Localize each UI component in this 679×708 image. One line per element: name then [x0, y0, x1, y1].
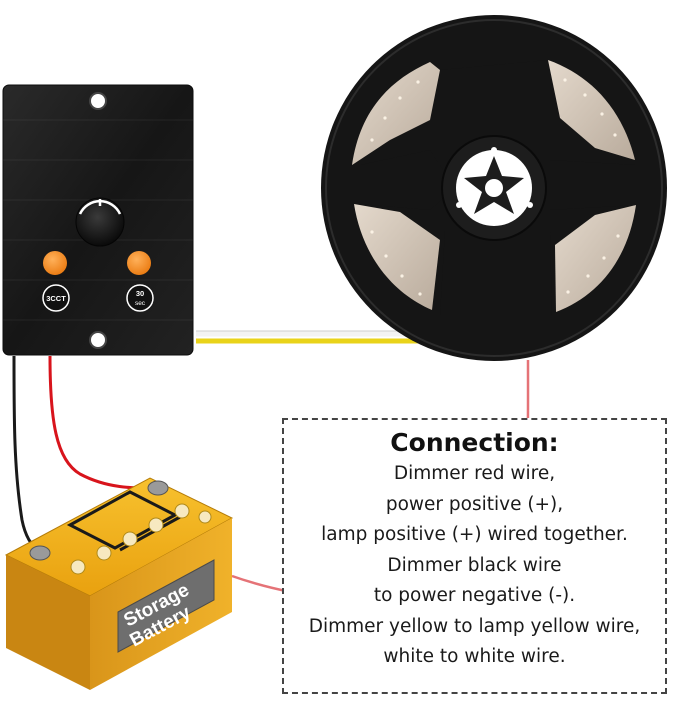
3cct-button-label: 3CCT	[46, 294, 66, 303]
connection-line: lamp positive (+) wired together.	[321, 524, 628, 545]
led-strip-reel	[321, 15, 667, 361]
mount-hole-top	[89, 92, 107, 110]
strip-window-bottom-left	[354, 204, 440, 310]
30sec-button[interactable]	[126, 284, 154, 312]
strip-window-bottom-right	[555, 205, 636, 312]
dimmer-knob[interactable]	[75, 197, 125, 247]
connection-line: power positive (+),	[385, 493, 564, 515]
3cct-button[interactable]	[42, 284, 70, 312]
connection-line: Dimmer red wire,	[393, 463, 556, 484]
30sec-button-label-bottom: sec	[135, 300, 146, 307]
positive-terminal	[147, 480, 169, 496]
right-orange-indicator	[127, 251, 151, 275]
connection-line: white to white wire.	[383, 646, 566, 667]
strip-window-top-left	[352, 62, 440, 165]
connection-title: Connection:	[390, 428, 559, 457]
connection-line: Dimmer black wire	[387, 554, 562, 576]
connection-info-box: Connection: Dimmer red wire, power posit…	[282, 418, 667, 694]
left-orange-indicator	[43, 251, 67, 275]
mount-hole-bottom	[89, 331, 107, 349]
30sec-button-label-top: 30	[136, 289, 144, 298]
connection-instructions: Dimmer red wire, power positive (+), lam…	[284, 459, 665, 673]
connection-line: Dimmer yellow to lamp yellow wire,	[308, 615, 641, 637]
red-wire-dimmer	[48, 355, 159, 490]
black-wire	[12, 355, 41, 554]
storage-battery: Storage Battery	[4, 477, 234, 690]
negative-terminal	[29, 545, 51, 561]
battery-label-plate	[117, 559, 215, 653]
strip-window-top-right	[548, 60, 635, 160]
dimmer-panel: 3CCT 30 sec	[2, 84, 194, 356]
connection-line: to power negative (-).	[373, 585, 576, 606]
